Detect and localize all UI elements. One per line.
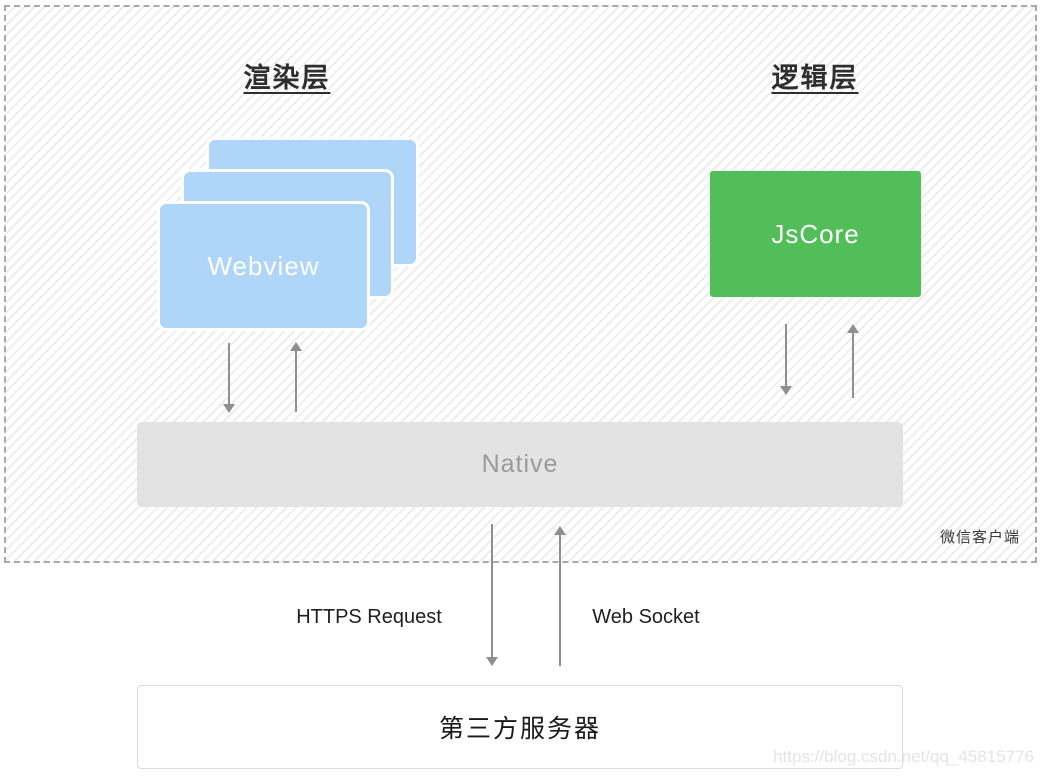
arrow-head xyxy=(290,342,302,351)
native-to-webview-up-arrow-icon xyxy=(289,342,303,412)
web-socket-label: Web Socket xyxy=(592,606,700,628)
arrow-head xyxy=(486,657,498,666)
arrow-head xyxy=(847,324,859,333)
arrow-head xyxy=(554,526,566,535)
arrow-head xyxy=(780,386,792,395)
arrow-shaft xyxy=(228,343,230,406)
arrow-shaft xyxy=(852,331,854,398)
arrow-head xyxy=(223,404,235,413)
jscore-label: JsCore xyxy=(771,218,860,249)
https-request-label: HTTPS Request xyxy=(296,606,442,628)
jscore-box: JsCore xyxy=(710,171,921,297)
wechat-client-label: 微信客户端 xyxy=(939,529,1020,546)
jscore-to-native-down-arrow-icon xyxy=(779,324,793,395)
native-to-jscore-up-arrow-icon xyxy=(846,324,860,398)
logic-layer-title: 逻辑层 xyxy=(771,63,859,93)
native-bar: Native xyxy=(137,422,903,507)
webview-to-native-down-arrow-icon xyxy=(222,343,236,413)
native-label: Native xyxy=(481,450,559,478)
third-party-server-label: 第三方服务器 xyxy=(438,715,601,743)
webview-label: Webview xyxy=(207,250,320,281)
https-request-down-arrow-icon xyxy=(485,524,499,666)
arrow-shaft xyxy=(295,349,297,412)
web-socket-up-arrow-icon xyxy=(553,526,567,666)
arrow-shaft xyxy=(491,524,493,659)
arrow-shaft xyxy=(785,324,787,388)
webview-card-front: Webview xyxy=(157,201,370,331)
render-layer-title: 渲染层 xyxy=(243,63,331,93)
watermark-text: https://blog.csdn.net/qq_45815776 xyxy=(773,747,1034,766)
arrow-shaft xyxy=(559,533,561,666)
third-party-server-box: 第三方服务器 xyxy=(137,685,903,769)
